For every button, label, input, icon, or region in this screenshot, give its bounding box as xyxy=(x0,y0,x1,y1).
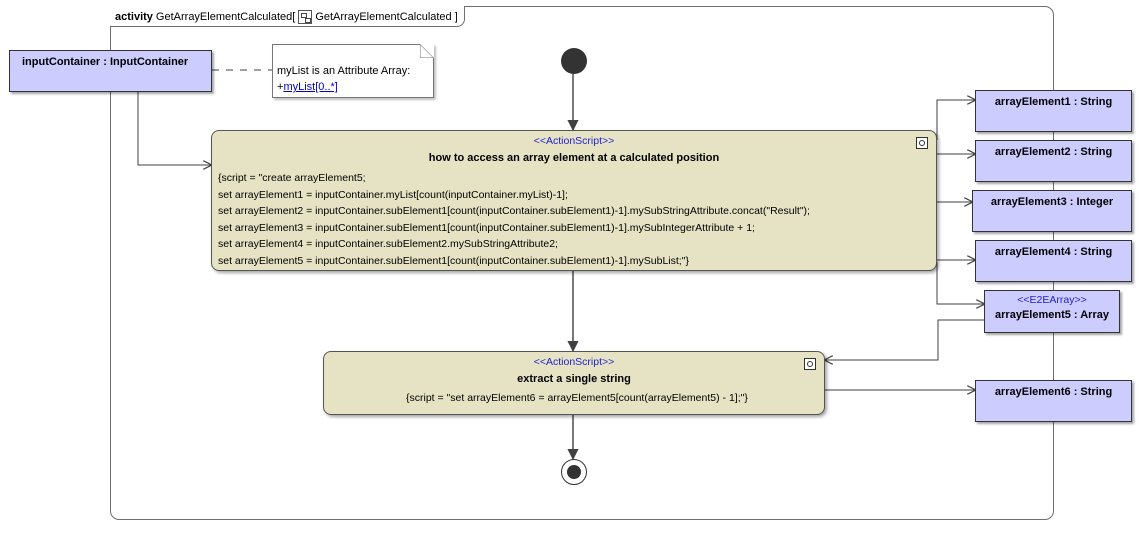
output-array-element4[interactable]: arrayElement4 : String xyxy=(975,240,1132,282)
frame-name: GetArrayElementCalculated[ xyxy=(155,10,296,23)
output-array-element3[interactable]: arrayElement3 : Integer xyxy=(972,190,1132,232)
action1-title: how to access an array element at a calc… xyxy=(428,152,720,164)
action1-code-line: set arrayElement4 = inputContainer.subEl… xyxy=(218,238,558,250)
note-prefix: + xyxy=(277,81,284,93)
output-label: arrayElement3 : Integer xyxy=(990,196,1114,208)
output-array-element6[interactable]: arrayElement6 : String xyxy=(975,380,1132,422)
action2-code: {script = "set arrayElement6 = arrayElem… xyxy=(406,392,748,404)
action-access-array-element[interactable]: <<ActionScript>> how to access an array … xyxy=(211,130,937,271)
flow-el5-to-action2 xyxy=(825,319,984,360)
output-array-element1[interactable]: arrayElement1 : String xyxy=(975,90,1132,132)
flow-action1-to-el5 xyxy=(936,262,984,304)
output-label: arrayElement4 : String xyxy=(994,246,1113,258)
output-label: arrayElement1 : String xyxy=(994,96,1113,108)
flow-action1-to-el1 xyxy=(936,100,975,140)
action-extract-single-string[interactable]: <<ActionScript>> extract a single string… xyxy=(323,351,825,415)
action2-title: extract a single string xyxy=(517,373,631,385)
input-container-label: inputContainer : InputContainer xyxy=(22,56,189,68)
action1-script-icon xyxy=(916,137,928,149)
action1-code-line: set arrayElement3 = inputContainer.subEl… xyxy=(218,221,755,234)
note-line1: myList is an Attribute Array: xyxy=(277,65,411,77)
behavior-icon xyxy=(298,10,313,24)
activity-final-node[interactable] xyxy=(561,459,587,485)
action1-code: {script = "create arrayElement5; set arra… xyxy=(218,170,810,269)
flow-input-to-action1 xyxy=(137,92,211,165)
output-array-element2[interactable]: arrayElement2 : String xyxy=(975,140,1132,182)
frame-behavior: GetArrayElementCalculated ] xyxy=(315,10,458,23)
action1-code-line: set arrayElement2 = inputContainer.subEl… xyxy=(218,205,810,217)
note-fold-icon xyxy=(420,44,434,58)
output-label: arrayElement6 : String xyxy=(994,386,1113,398)
output-array-element5[interactable]: <<E2EArray>> arrayElement5 : Array xyxy=(984,290,1120,333)
frame-keyword: activity xyxy=(115,10,153,23)
output-label: arrayElement2 : String xyxy=(994,146,1113,158)
note-link[interactable]: myList[0..*] xyxy=(283,81,338,93)
action2-stereotype: <<ActionScript>> xyxy=(533,356,615,368)
action1-code-line: set arrayElement1 = inputContainer.myLis… xyxy=(218,188,568,201)
input-container-node[interactable]: inputContainer : InputContainer xyxy=(9,50,212,92)
output-stereotype: <<E2EArray>> xyxy=(1017,294,1087,306)
frame-header: activity GetArrayElementCalculated[ GetA… xyxy=(110,6,465,27)
initial-node[interactable] xyxy=(561,48,587,74)
action1-code-line: set arrayElement5 = inputContainer.subEl… xyxy=(218,254,689,267)
action1-code-line: {script = "create arrayElement5; xyxy=(218,172,366,184)
output-label: arrayElement5 : Array xyxy=(995,309,1109,321)
action1-stereotype: <<ActionScript>> xyxy=(533,135,615,147)
action2-script-icon xyxy=(804,358,816,370)
comment-note[interactable]: myList is an Attribute Array: +myList[0.… xyxy=(272,44,434,98)
note-line2: +myList[0..*] xyxy=(277,79,433,95)
